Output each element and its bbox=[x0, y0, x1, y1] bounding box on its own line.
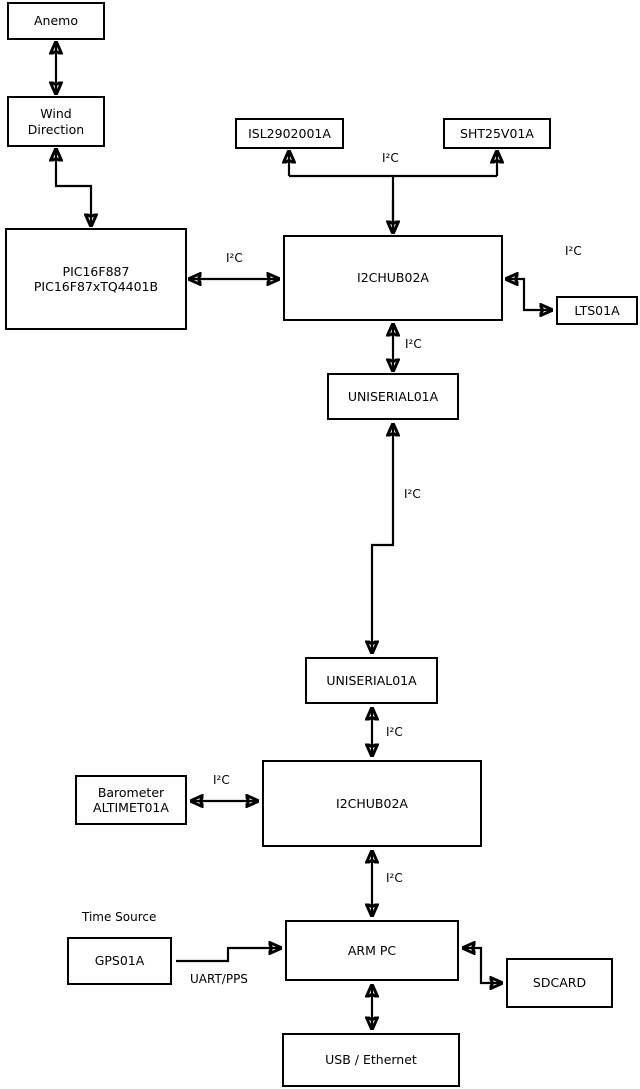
label-time-source: Time Source bbox=[82, 910, 157, 924]
node-barometer-altimet01a[interactable]: Barometer ALTIMET01A bbox=[75, 775, 187, 825]
node-uniserial01a-bottom-label: UNISERIAL01A bbox=[326, 672, 417, 688]
node-usb-ethernet[interactable]: USB / Ethernet bbox=[282, 1033, 460, 1087]
node-pic-microcontroller[interactable]: PIC16F887 PIC16F87xTQ4401B bbox=[5, 228, 187, 330]
node-usb-ethernet-label: USB / Ethernet bbox=[325, 1052, 417, 1068]
link-armpc-sdcard bbox=[463, 948, 502, 983]
link-hubtop-lts bbox=[506, 279, 552, 310]
edge-label-hub-to-arm: I²C bbox=[386, 871, 403, 885]
node-wind-direction-label: Wind Direction bbox=[27, 106, 85, 137]
node-gps01a-label: GPS01A bbox=[94, 953, 145, 969]
node-sdcard[interactable]: SDCARD bbox=[506, 958, 613, 1008]
node-pic-microcontroller-label: PIC16F887 PIC16F87xTQ4401B bbox=[33, 263, 159, 294]
node-uniserial01a-top-label: UNISERIAL01A bbox=[347, 388, 439, 404]
node-anemo-label: Anemo bbox=[34, 13, 78, 29]
edge-label-pic-to-hub: I²C bbox=[226, 251, 243, 265]
node-lts01a[interactable]: LTS01A bbox=[556, 296, 638, 325]
node-uniserial01a-bottom[interactable]: UNISERIAL01A bbox=[305, 657, 438, 704]
node-uniserial01a-top[interactable]: UNISERIAL01A bbox=[327, 373, 459, 420]
link-wind-pic bbox=[56, 149, 91, 226]
node-gps01a[interactable]: GPS01A bbox=[67, 937, 172, 985]
node-i2chub02a-bottom-label: I2CHUB02A bbox=[336, 795, 408, 811]
node-barometer-altimet01a-label: Barometer ALTIMET01A bbox=[93, 784, 169, 815]
edge-label-gps-to-arm: UART/PPS bbox=[190, 972, 248, 986]
edge-label-uniserial-to-hub-bottom: I²C bbox=[386, 725, 403, 739]
node-lts01a-label: LTS01A bbox=[574, 302, 620, 318]
node-anemo[interactable]: Anemo bbox=[7, 2, 105, 40]
node-sht25v01a-label: SHT25V01A bbox=[460, 125, 534, 141]
edge-label-barometer-to-hub: I²C bbox=[213, 773, 230, 787]
node-i2chub02a-top[interactable]: I2CHUB02A bbox=[283, 235, 503, 321]
node-sdcard-label: SDCARD bbox=[532, 975, 587, 991]
node-i2chub02a-top-label: I2CHUB02A bbox=[357, 270, 429, 286]
node-i2chub02a-bottom[interactable]: I2CHUB02A bbox=[262, 760, 482, 847]
edge-label-hub-to-lts: I²C bbox=[565, 244, 582, 258]
node-arm-pc[interactable]: ARM PC bbox=[285, 920, 459, 981]
link-uniserial-uniserial bbox=[372, 424, 393, 653]
node-isl2902001a-label: ISL2902001A bbox=[248, 125, 331, 141]
node-sht25v01a[interactable]: SHT25V01A bbox=[443, 118, 551, 149]
edge-label-hub-to-uniserial: I²C bbox=[405, 337, 422, 351]
node-arm-pc-label: ARM PC bbox=[347, 942, 397, 958]
link-gps-armpc bbox=[176, 948, 281, 963]
edge-label-sensors-bus: I²C bbox=[382, 151, 399, 165]
node-wind-direction[interactable]: Wind Direction bbox=[7, 96, 105, 147]
edge-label-uniserial-link: I²C bbox=[404, 487, 421, 501]
node-isl2902001a[interactable]: ISL2902001A bbox=[235, 118, 344, 149]
